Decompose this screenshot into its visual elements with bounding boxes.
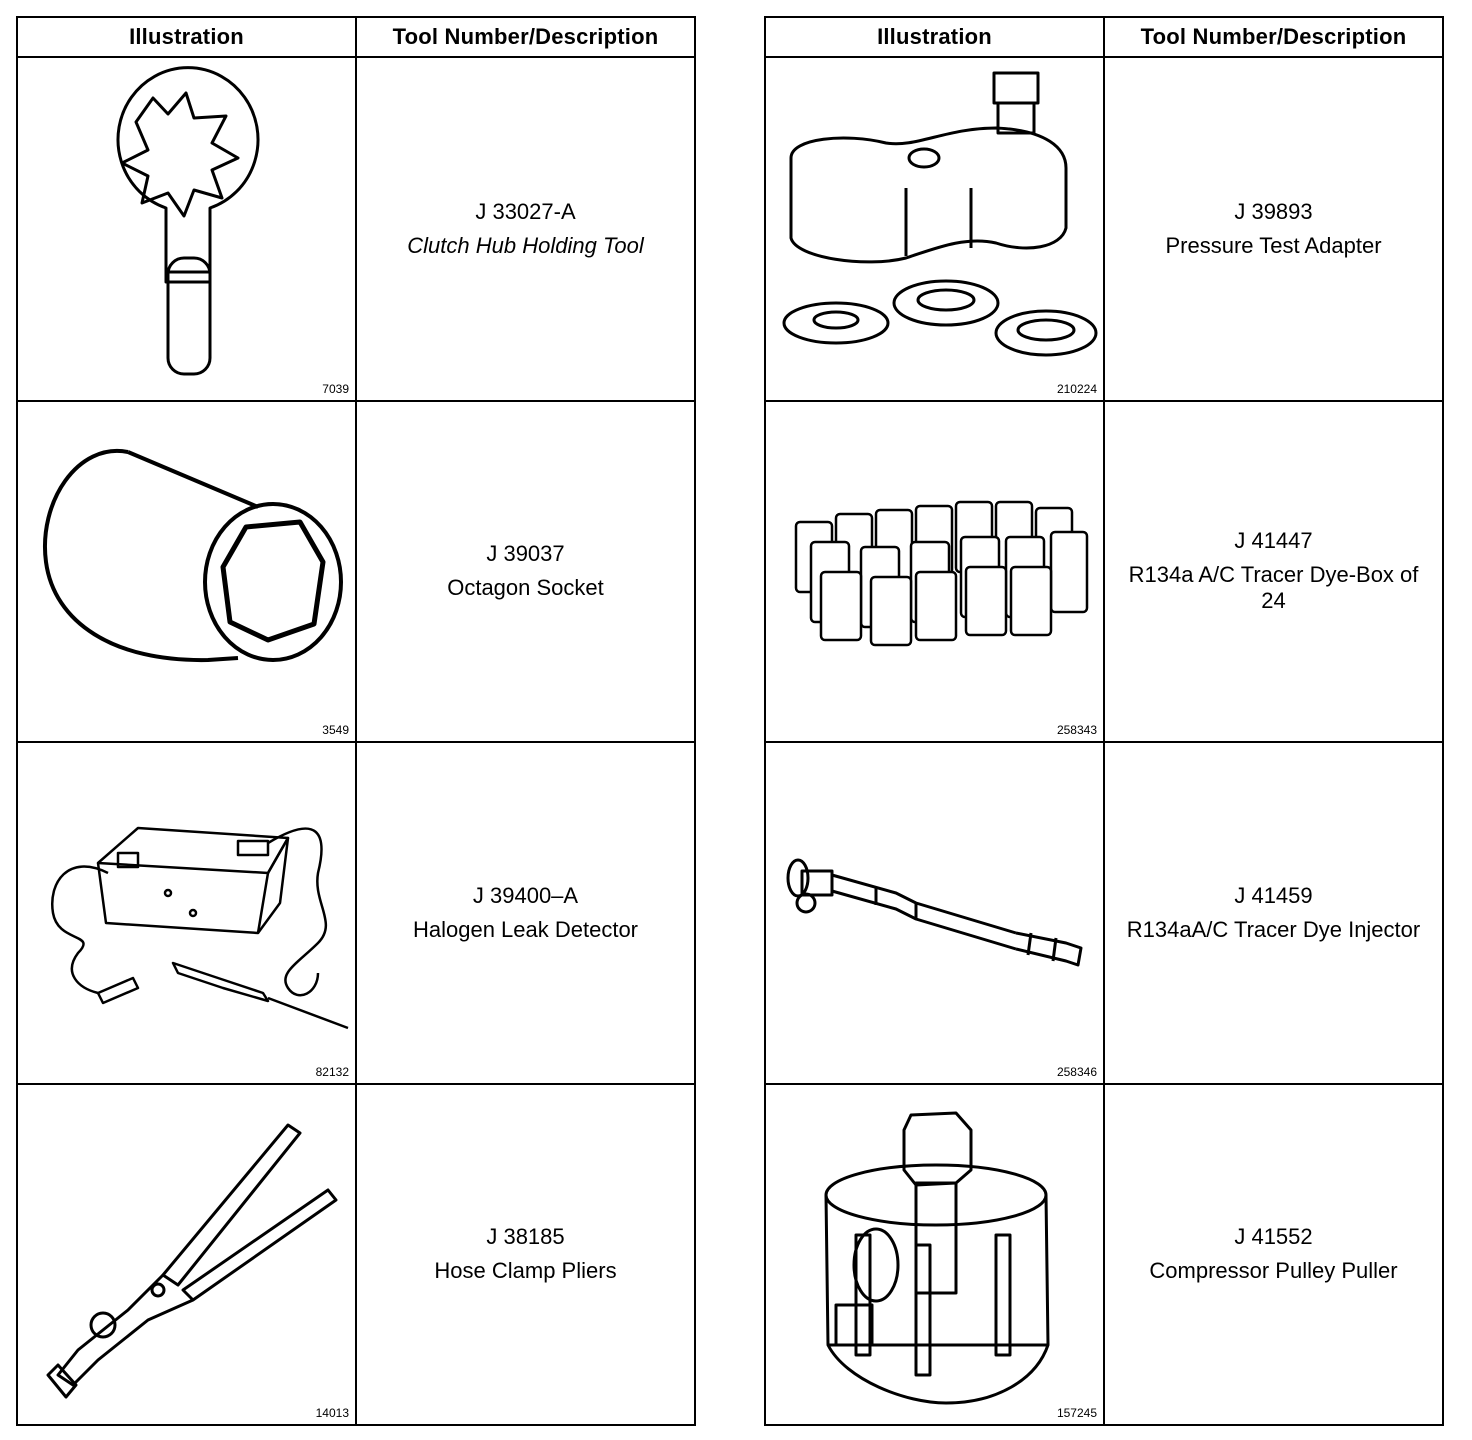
tool-description: Octagon Socket <box>447 575 604 601</box>
header-tool: Tool Number/Description <box>355 18 694 56</box>
compressor-pulley-puller-icon <box>824 1111 1050 1404</box>
tool-number: J 39893 <box>1234 198 1313 224</box>
table-row: 157245 J 41552 Compressor Pulley Puller <box>766 1082 1442 1425</box>
tool-number: J 41459 <box>1234 882 1313 908</box>
tool-number: J 41447 <box>1234 528 1313 554</box>
octagon-socket-icon <box>43 448 343 662</box>
figure-number: 3549 <box>322 723 349 737</box>
tool-description-cell: J 39893 Pressure Test Adapter <box>1105 58 1442 400</box>
tool-description-cell: J 38185 Hose Clamp Pliers <box>357 1085 694 1425</box>
illustration-cell: 258343 <box>766 401 1105 741</box>
table-row: 258343 J 41447 R134a A/C Tracer Dye-Box … <box>766 399 1442 742</box>
figure-number: 157245 <box>1056 1406 1097 1420</box>
pressure-test-adapter-icon <box>782 71 1098 357</box>
tool-number: J 38185 <box>486 1224 565 1250</box>
tool-description-cell: J 39037 Octagon Socket <box>357 402 694 742</box>
tool-description-cell: J 41552 Compressor Pulley Puller <box>1105 1085 1442 1425</box>
tool-description: Hose Clamp Pliers <box>434 1258 617 1284</box>
figure-number: 258343 <box>1056 723 1097 737</box>
table-row: 258346 J 41459 R134aA/C Tracer Dye Injec… <box>766 741 1442 1083</box>
illustration-cell: 258346 <box>766 743 1105 1083</box>
illustration-cell: 210224 <box>766 58 1105 400</box>
hose-clamp-pliers-icon <box>46 1123 338 1398</box>
figure-number: 7039 <box>322 381 349 396</box>
table-header: Illustration Tool Number/Description <box>18 18 694 58</box>
figure-number: 258346 <box>1056 1064 1097 1079</box>
tools-table-left: Illustration Tool Number/Description 703… <box>16 16 696 1426</box>
table-row: 7039 J 33027-A Clutch Hub Holding Tool <box>18 58 694 400</box>
header-illustration: Illustration <box>129 24 244 49</box>
tool-description: Pressure Test Adapter <box>1165 232 1382 258</box>
tool-number: J 39400–A <box>472 882 579 908</box>
clutch-hub-holding-tool-icon <box>116 66 260 376</box>
halogen-leak-detector-icon <box>51 826 349 1030</box>
figure-number: 82132 <box>315 1064 349 1079</box>
tracer-dye-box-icon <box>794 500 1089 646</box>
tool-number: J 39037 <box>486 541 565 567</box>
tool-description-cell: J 39400–A Halogen Leak Detector <box>357 743 694 1083</box>
tracer-dye-injector-icon <box>786 858 1083 967</box>
tools-table-right: Illustration Tool Number/Description <box>764 16 1444 1426</box>
tool-description: Halogen Leak Detector <box>412 916 639 942</box>
figure-number: 210224 <box>1056 381 1097 396</box>
illustration-cell: 82132 <box>18 743 357 1083</box>
illustration-cell: 157245 <box>766 1084 1105 1424</box>
tool-description: Clutch Hub Holding Tool <box>407 232 644 258</box>
tool-number: J 41552 <box>1234 1224 1313 1250</box>
figure-number: 14013 <box>315 1406 349 1420</box>
table-header: Illustration Tool Number/Description <box>766 18 1442 58</box>
tool-description: R134aA/C Tracer Dye Injector <box>1126 916 1421 942</box>
table-row: 210224 J 39893 Pressure Test Adapter <box>766 58 1442 400</box>
illustration-cell: 7039 <box>18 58 357 400</box>
illustration-cell: 14013 <box>18 1084 357 1424</box>
tool-description: Compressor Pulley Puller <box>1149 1258 1398 1284</box>
tool-description-cell: J 41459 R134aA/C Tracer Dye Injector <box>1105 743 1442 1083</box>
tool-description-cell: J 41447 R134a A/C Tracer Dye-Box of 24 <box>1105 402 1442 742</box>
tool-description: R134a A/C Tracer Dye-Box of 24 <box>1128 562 1419 614</box>
header-illustration: Illustration <box>877 24 992 49</box>
table-row: 82132 J 39400–A Halogen Leak Detector <box>18 741 694 1083</box>
illustration-cell: 3549 <box>18 401 357 741</box>
table-row: 3549 J 39037 Octagon Socket <box>18 399 694 742</box>
tool-number: J 33027-A <box>475 198 576 224</box>
tool-description-cell: J 33027-A Clutch Hub Holding Tool <box>357 58 694 400</box>
table-row: 14013 J 38185 Hose Clamp Pliers <box>18 1082 694 1425</box>
header-tool: Tool Number/Description <box>1103 18 1442 56</box>
